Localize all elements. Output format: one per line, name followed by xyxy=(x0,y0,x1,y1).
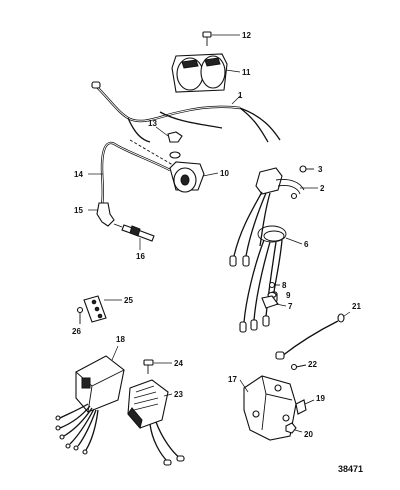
part-18-harness-wires xyxy=(55,403,99,455)
part-7-clamp xyxy=(261,295,287,309)
part-14-ht-lead xyxy=(88,141,171,206)
part-18-switch-box xyxy=(75,345,125,413)
callout-labels: 12 11 1 13 3 14 10 2 15 6 16 8 9 25 21 7… xyxy=(72,31,361,439)
callout-22: 22 xyxy=(308,360,317,369)
callout-18: 18 xyxy=(116,335,125,344)
part-15-plug-boot xyxy=(88,202,115,227)
part-21-ground-lead xyxy=(275,311,351,360)
callout-19: 19 xyxy=(316,394,325,403)
callout-7: 7 xyxy=(288,302,293,311)
part-19-screw xyxy=(295,399,315,415)
callout-20: 20 xyxy=(304,430,313,439)
part-11-coil-pair xyxy=(171,53,241,93)
part-8-screw xyxy=(268,281,280,289)
callout-24: 24 xyxy=(174,359,183,368)
part-2-trigger xyxy=(233,167,318,257)
part-20-nut xyxy=(285,422,303,434)
callout-1: 1 xyxy=(238,91,243,100)
callout-17: 17 xyxy=(228,375,237,384)
callout-3: 3 xyxy=(318,165,323,174)
part-22-screw xyxy=(290,363,307,371)
part-1-wire-harness xyxy=(91,81,281,143)
callout-10: 10 xyxy=(220,169,229,178)
callout-9: 9 xyxy=(286,291,291,300)
callout-6: 6 xyxy=(304,240,309,249)
callout-12: 12 xyxy=(242,31,251,40)
callout-16: 16 xyxy=(136,252,145,261)
callout-15: 15 xyxy=(74,206,83,215)
callout-2: 2 xyxy=(320,184,325,193)
part-13-nut xyxy=(129,126,183,169)
part-25-terminal-block xyxy=(83,295,122,323)
callout-25: 25 xyxy=(124,296,133,305)
part-24-screw xyxy=(143,359,172,374)
callout-21: 21 xyxy=(352,302,361,311)
callout-23: 23 xyxy=(174,390,183,399)
callout-8: 8 xyxy=(282,281,287,290)
callout-14: 14 xyxy=(74,170,83,179)
figure-number: 38471 xyxy=(338,464,363,474)
part-17-rectifier xyxy=(239,375,297,441)
part-26-screw xyxy=(76,306,84,324)
part-16-spark-plug xyxy=(113,223,155,250)
part-12-screw xyxy=(202,31,240,46)
callout-26: 26 xyxy=(72,327,81,336)
callout-13: 13 xyxy=(148,119,157,128)
callout-11: 11 xyxy=(242,68,251,77)
part-6-wire-bundle xyxy=(243,225,303,323)
part-10-coil xyxy=(169,161,219,193)
part-3-screw xyxy=(299,165,314,173)
part-23-regulator xyxy=(127,379,185,466)
